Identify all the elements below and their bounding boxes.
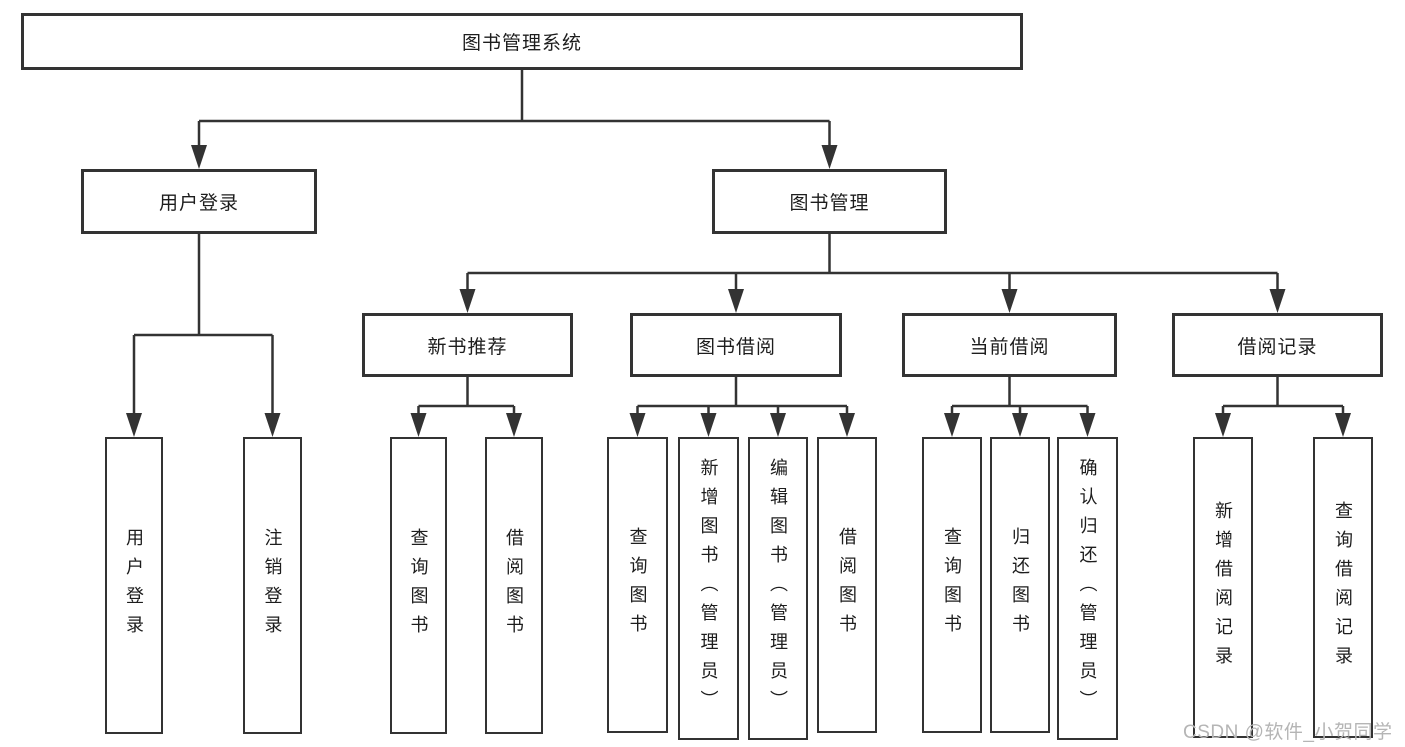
node-user-login: 用户登录 (81, 169, 317, 234)
arrowhead-icon (770, 413, 786, 437)
arrowhead-icon (821, 145, 838, 169)
node-new-book-recommend: 新书推荐 (362, 313, 573, 377)
arrowhead-icon (506, 413, 522, 437)
node-book-management: 图书管理 (712, 169, 947, 234)
arrowhead-icon (944, 413, 960, 437)
leaf-query-books-borrow: 查询图书 (607, 437, 668, 733)
arrowhead-icon (728, 289, 744, 313)
leaf-add-books-admin: 新增图书（管理员） (678, 437, 739, 740)
arrowhead-icon (191, 145, 207, 169)
arrowhead-icon (1335, 413, 1351, 437)
leaf-logout: 注销登录 (243, 437, 302, 734)
leaf-return-books: 归还图书 (990, 437, 1050, 733)
node-root-library-system: 图书管理系统 (21, 13, 1023, 70)
arrowhead-icon (410, 413, 427, 437)
node-book-borrowing: 图书借阅 (630, 313, 842, 377)
leaf-query-books-current: 查询图书 (922, 437, 982, 733)
leaf-user-login: 用户登录 (105, 437, 163, 734)
leaf-borrow-books-recommend: 借阅图书 (485, 437, 543, 734)
arrowhead-icon (629, 413, 646, 437)
arrowhead-icon (1215, 413, 1231, 437)
arrowhead-icon (1269, 289, 1286, 313)
leaf-borrow-books: 借阅图书 (817, 437, 877, 733)
node-current-borrowing: 当前借阅 (902, 313, 1117, 377)
leaf-add-borrow-record: 新增借阅记录 (1193, 437, 1253, 738)
arrowhead-icon (1079, 413, 1096, 437)
arrowhead-icon (1001, 289, 1018, 313)
arrowhead-icon (1012, 413, 1028, 437)
watermark: CSDN @软件_小贺同学 (1183, 722, 1393, 743)
arrowhead-icon (700, 413, 717, 437)
leaf-edit-books-admin: 编辑图书（管理员） (748, 437, 808, 740)
leaf-query-borrow-record: 查询借阅记录 (1313, 437, 1373, 738)
arrowhead-icon (264, 413, 281, 437)
arrowhead-icon (839, 413, 855, 437)
node-borrowing-records: 借阅记录 (1172, 313, 1383, 377)
leaf-query-books-recommend: 查询图书 (390, 437, 447, 734)
arrowhead-icon (126, 413, 142, 437)
arrowhead-icon (459, 289, 476, 313)
leaf-confirm-return-admin: 确认归还（管理员） (1057, 437, 1118, 740)
